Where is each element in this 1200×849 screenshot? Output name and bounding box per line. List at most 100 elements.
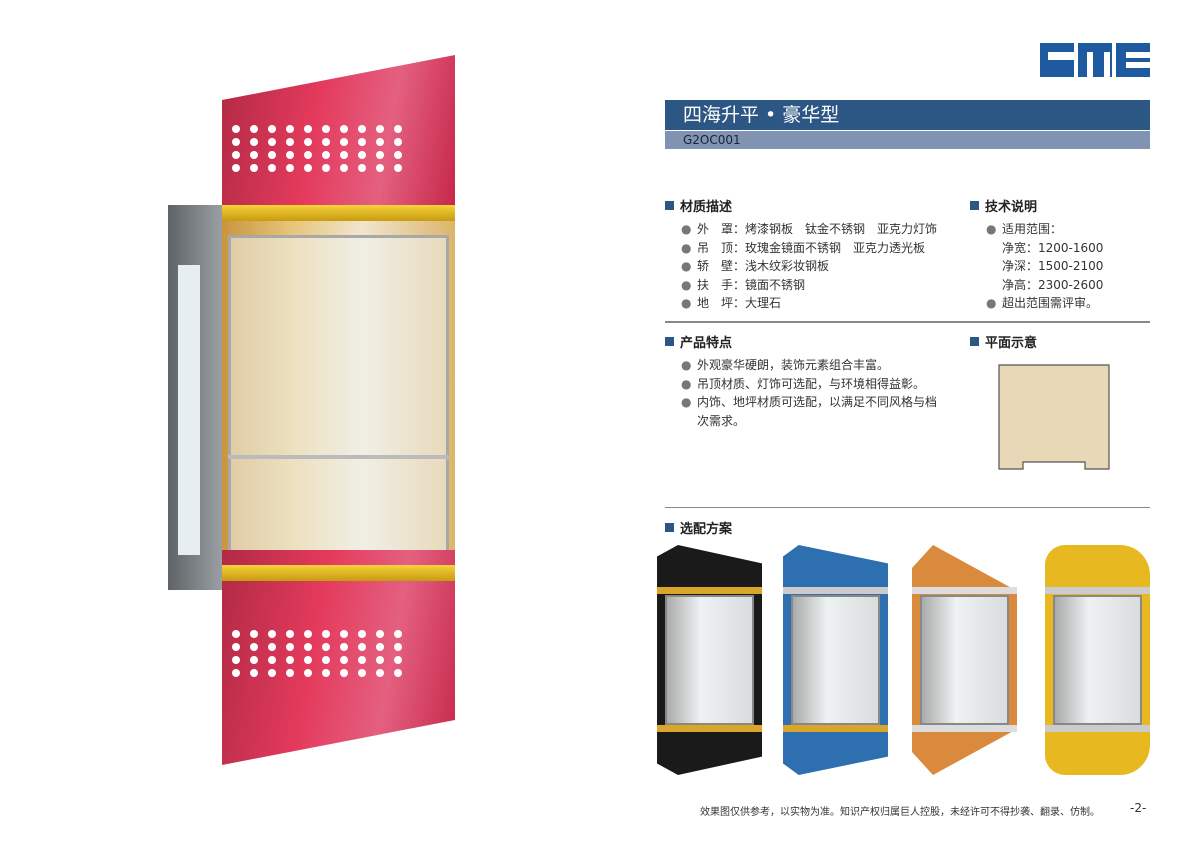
decor-hole [286, 643, 294, 651]
decor-hole [250, 164, 258, 172]
decor-hole [340, 138, 348, 146]
decor-hole [340, 656, 348, 664]
spec-depth: 净深：1500-2100 [1002, 259, 1104, 273]
decor-hole [358, 643, 366, 651]
decor-hole [358, 164, 366, 172]
decor-holes-bottom [232, 630, 406, 677]
decor-hole [268, 643, 276, 651]
decor-hole [268, 164, 276, 172]
section-heading: 平面示意 [985, 336, 1038, 351]
square-bullet-icon [665, 201, 674, 210]
decor-hole [304, 138, 312, 146]
decor-hole [304, 125, 312, 133]
decor-hole [394, 151, 402, 159]
decor-hole [250, 125, 258, 133]
elevator-side-glass [178, 265, 200, 555]
decor-hole [376, 643, 384, 651]
section-heading: 选配方案 [680, 522, 733, 537]
decor-hole [250, 151, 258, 159]
decor-hole [376, 151, 384, 159]
decor-hole [322, 630, 330, 638]
decor-hole [322, 125, 330, 133]
decor-hole [304, 630, 312, 638]
decor-hole [268, 151, 276, 159]
decor-hole [250, 669, 258, 677]
decor-hole [286, 669, 294, 677]
decor-hole [376, 138, 384, 146]
list-item: 扶 手：镜面不锈钢 [697, 277, 806, 292]
decor-hole [322, 151, 330, 159]
section-heading: 产品特点 [680, 336, 733, 351]
decor-hole [394, 630, 402, 638]
list-item: 地 坪：大理石 [697, 296, 782, 310]
decor-hole [304, 656, 312, 664]
decor-hole [250, 630, 258, 638]
decor-hole [358, 656, 366, 664]
decor-hole [286, 164, 294, 172]
decor-hole [358, 125, 366, 133]
decor-hole [322, 138, 330, 146]
decor-hole [286, 656, 294, 664]
spec-height: 净高：2300-2600 [1002, 277, 1104, 292]
list-item: 适用范围： [1002, 222, 1063, 236]
option-black [657, 545, 762, 775]
gold-trim-top [222, 205, 455, 221]
decor-hole [340, 643, 348, 651]
footer-disclaimer: 效果图仅供参考，以实物为准。知识产权归属巨人控股，未经许可不得抄袭、翻录、仿制。 [700, 807, 1100, 818]
decor-hole [268, 630, 276, 638]
decor-hole [322, 643, 330, 651]
decor-hole [232, 656, 240, 664]
option-copper [912, 545, 1017, 775]
list-item: 轿 壁：浅木纹彩妆钢板 [697, 259, 830, 273]
decor-hole [376, 125, 384, 133]
option-gold [1045, 545, 1150, 775]
decor-hole [340, 151, 348, 159]
decor-hole [232, 138, 240, 146]
list-item: 外 罩：烤漆钢板 钛金不锈钢 亚克力灯饰 [697, 222, 938, 236]
list-item: 外观豪华硬朗，装饰元素组合丰富。 [697, 358, 890, 372]
decor-hole [304, 669, 312, 677]
section-heading: 材质描述 [680, 200, 733, 215]
decor-hole [394, 643, 402, 651]
decor-hole [232, 151, 240, 159]
spec-width: 净宽：1200-1600 [1002, 240, 1104, 255]
gold-trim-bottom [222, 565, 455, 581]
decor-hole [268, 125, 276, 133]
decor-hole [394, 164, 402, 172]
decor-hole [268, 138, 276, 146]
decor-hole [232, 164, 240, 172]
decor-hole [340, 630, 348, 638]
decor-hole [340, 125, 348, 133]
decor-hole [376, 656, 384, 664]
decor-hole [322, 669, 330, 677]
features-section: 产品特点 ●外观豪华硬朗，装饰元素组合丰富。 ●吊顶材质、灯饰可选配，与环境相得… [665, 332, 945, 430]
decor-hole [376, 630, 384, 638]
decor-hole [394, 125, 402, 133]
decor-hole [376, 164, 384, 172]
square-bullet-icon [665, 523, 674, 532]
options-section: 选配方案 [665, 518, 732, 537]
decor-hole [358, 151, 366, 159]
decor-hole [268, 669, 276, 677]
decor-hole [394, 656, 402, 664]
square-bullet-icon [970, 337, 979, 346]
decor-hole [304, 643, 312, 651]
decor-hole [394, 669, 402, 677]
list-item: 内饰、地坪材质可选配，以满足不同风格与档次需求。 [697, 395, 938, 428]
list-item: 吊 顶：玫瑰金镜面不锈钢 亚克力透光板 [697, 240, 926, 255]
gme-logo [1040, 43, 1156, 77]
decor-hole [250, 656, 258, 664]
decor-hole [232, 643, 240, 651]
decor-hole [304, 164, 312, 172]
handrail [228, 455, 449, 459]
product-title: 四海升平 • 豪华型 [665, 100, 1150, 130]
decor-hole [322, 656, 330, 664]
decor-hole [232, 669, 240, 677]
square-bullet-icon [970, 201, 979, 210]
list-item: 吊顶材质、灯饰可选配，与环境相得益彰。 [697, 376, 926, 391]
decor-hole [358, 630, 366, 638]
section-heading: 技术说明 [985, 200, 1038, 215]
decor-hole [340, 669, 348, 677]
decor-hole [250, 138, 258, 146]
decor-hole [268, 656, 276, 664]
